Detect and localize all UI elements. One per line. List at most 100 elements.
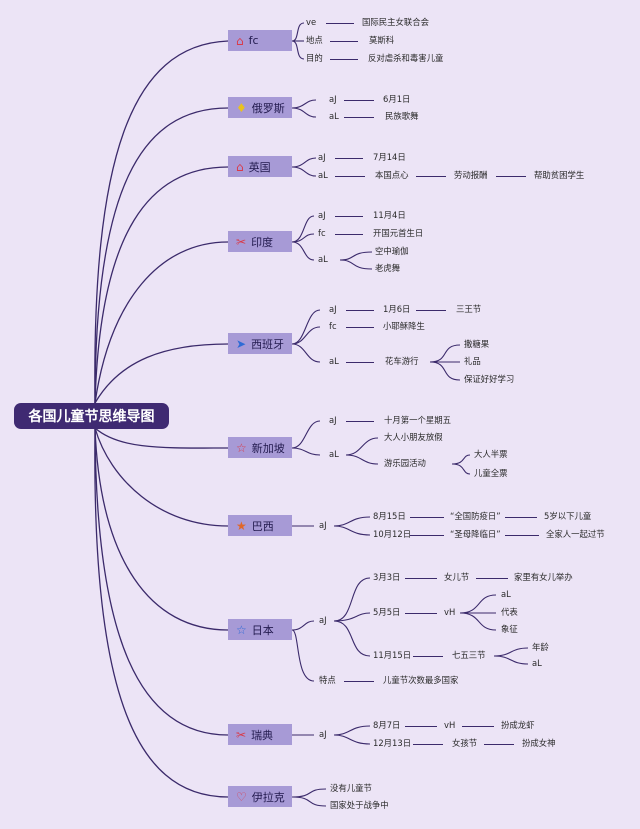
node-label: 国际民主女联合会 xyxy=(362,17,429,27)
node-label: aJ xyxy=(329,304,337,314)
node-label: aL xyxy=(329,111,339,121)
connector-line xyxy=(405,613,437,614)
node-label: aL xyxy=(318,170,328,180)
node-label: aL xyxy=(532,658,542,668)
connector-line xyxy=(326,23,354,24)
branch-label: 英国 xyxy=(248,160,271,174)
node-label: 11月15日 xyxy=(373,650,412,660)
node-label: “全国防疫日” xyxy=(450,511,501,521)
branch-uk[interactable]: ⌂ 英国 xyxy=(228,156,292,177)
branch-sweden[interactable]: ✂ 瑞典 xyxy=(228,724,292,745)
house-icon: ⌂ xyxy=(236,159,244,174)
connector-line xyxy=(484,744,514,745)
node-label: 没有儿童节 xyxy=(330,783,372,793)
node-label: 劳动报酬 xyxy=(454,170,488,180)
node-label: 儿童全票 xyxy=(474,468,508,478)
node-label: 帮助贫困学生 xyxy=(534,170,585,180)
branch-label: 印度 xyxy=(251,235,274,249)
node-label: 8月15日 xyxy=(373,511,406,521)
node-label: 三王节 xyxy=(456,304,482,314)
connector-line xyxy=(335,234,363,235)
connector-line xyxy=(505,517,537,518)
connector-line xyxy=(416,176,446,177)
star-outline-icon: ☆ xyxy=(236,440,247,455)
connector-line xyxy=(335,176,365,177)
branch-label: 俄罗斯 xyxy=(251,101,285,115)
branch-singapore[interactable]: ☆ 新加坡 xyxy=(228,437,292,458)
node-label: 象征 xyxy=(501,624,518,634)
node-label: fc xyxy=(329,321,337,331)
node-label: 十月第一个星期五 xyxy=(384,415,451,425)
house-icon: ⌂ xyxy=(236,33,244,48)
connector-line xyxy=(344,117,374,118)
connector-line xyxy=(410,535,444,536)
node-label: 1月6日 xyxy=(383,304,411,314)
node-label: ve xyxy=(306,17,317,27)
connector-line xyxy=(330,41,358,42)
root-topic[interactable]: 各国儿童节思维导图 xyxy=(14,403,169,429)
node-label: vH xyxy=(444,720,456,730)
node-label: 反对虐杀和毒害儿童 xyxy=(368,53,444,63)
node-label: 游乐园活动 xyxy=(384,458,426,468)
node-label: 老虎舞 xyxy=(375,263,401,273)
node-label: 七五三节 xyxy=(452,650,486,660)
node-label: aJ xyxy=(319,615,327,625)
branch-india[interactable]: ✂ 印度 xyxy=(228,231,292,252)
connector-line xyxy=(416,310,446,311)
node-label: 小耶稣降生 xyxy=(383,321,425,331)
star-outline-icon: ☆ xyxy=(236,622,247,637)
node-label: 开国元首生日 xyxy=(373,228,424,238)
node-label: aL xyxy=(329,449,339,459)
connector-line xyxy=(335,216,363,217)
node-label: aJ xyxy=(318,210,326,220)
connector-line xyxy=(462,726,494,727)
node-label: 5岁以下儿童 xyxy=(544,511,592,521)
node-label: 大人小朋友放假 xyxy=(384,432,443,442)
connector-line xyxy=(496,176,526,177)
connector-line xyxy=(505,535,539,536)
connector-line xyxy=(344,100,374,101)
node-label: 年龄 xyxy=(532,642,549,652)
branch-label: 新加坡 xyxy=(251,441,285,455)
node-label: “圣母降临日” xyxy=(450,529,501,539)
branch-label: 伊拉克 xyxy=(251,790,285,804)
branch-russia[interactable]: ♦ 俄罗斯 xyxy=(228,97,292,118)
connector-line xyxy=(346,310,374,311)
heart-icon: ♡ xyxy=(236,789,247,804)
branch-spain[interactable]: ➤ 西班牙 xyxy=(228,333,292,354)
node-label: 民族歌舞 xyxy=(385,111,419,121)
branch-label: 西班牙 xyxy=(251,337,285,351)
node-label: 目的 xyxy=(306,53,323,63)
node-label: 扮成女神 xyxy=(522,738,556,748)
node-label: 家里有女儿举办 xyxy=(514,572,573,582)
tools-icon: ✂ xyxy=(236,727,247,742)
node-label: 8月7日 xyxy=(373,720,401,730)
connector-line xyxy=(346,362,374,363)
branch-iraq[interactable]: ♡ 伊拉克 xyxy=(228,786,292,807)
node-label: 本国点心 xyxy=(375,170,409,180)
node-label: 代表 xyxy=(501,607,518,617)
branch-brazil[interactable]: ★ 巴西 xyxy=(228,515,292,536)
connector-line xyxy=(405,578,437,579)
branch-japan[interactable]: ☆ 日本 xyxy=(228,619,292,640)
connector-line xyxy=(344,681,374,682)
node-label: aJ xyxy=(329,415,337,425)
node-label: 女孩节 xyxy=(452,738,478,748)
node-label: 撒糖果 xyxy=(464,339,490,349)
node-label: 扮成龙虾 xyxy=(501,720,535,730)
diamond-icon: ♦ xyxy=(236,100,247,115)
node-label: aL xyxy=(501,589,511,599)
node-label: 10月12日 xyxy=(373,529,412,539)
node-label: 7月14日 xyxy=(373,152,406,162)
node-label: 地点 xyxy=(306,35,323,45)
branch-fc[interactable]: ⌂ fc xyxy=(228,30,292,51)
node-label: 3月3日 xyxy=(373,572,401,582)
connector-line xyxy=(346,327,374,328)
connector-line xyxy=(330,59,358,60)
node-label: 国家处于战争中 xyxy=(330,800,389,810)
node-label: aJ xyxy=(329,94,337,104)
node-label: aL xyxy=(318,254,328,264)
node-label: 莫斯科 xyxy=(369,35,395,45)
node-label: aJ xyxy=(319,729,327,739)
